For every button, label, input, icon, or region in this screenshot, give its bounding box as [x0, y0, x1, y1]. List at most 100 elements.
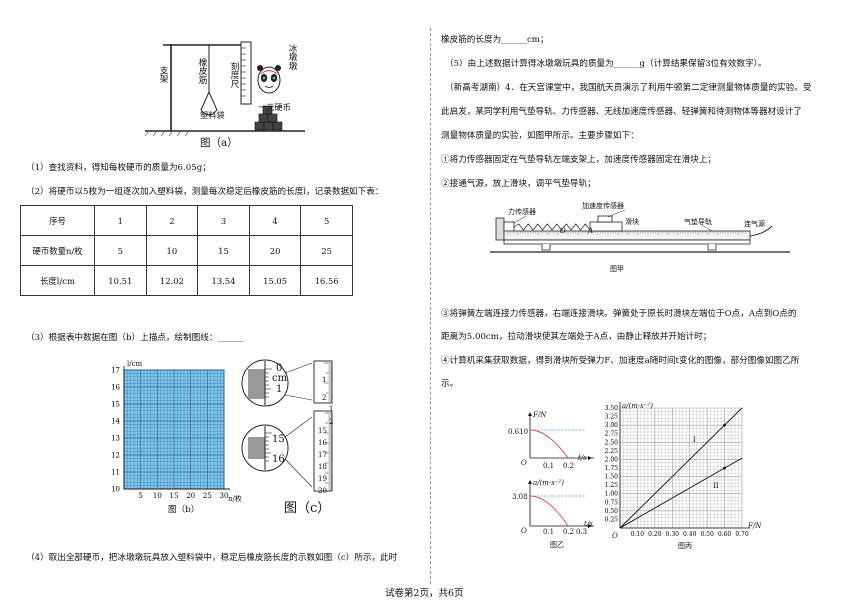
step-3-line-1: ③将弹簧左端连接力传感器，右端连接滑块。弹簧处于原长时滑块左端位于O点，A点到O… — [441, 309, 797, 319]
question-2: （2）将硬币以5枚为一组逐次加入塑料袋，测量每次稳定后橡皮筋的长度l，记录数据如… — [26, 187, 384, 197]
table-cell: 13.54 — [197, 265, 250, 296]
page-footer: 试卷第2页，共6页 — [385, 588, 464, 599]
column-divider — [430, 28, 431, 584]
x-tick-label: 0.60 — [718, 531, 732, 538]
fig-c-mid-16: 16 — [272, 454, 285, 465]
y-tick-label: 16 — [111, 383, 120, 391]
table-cell: 5 — [94, 235, 147, 266]
step-1: ①将力传感器固定在气垫导轨左端支架上，加速度传感器固定在滑块上； — [441, 155, 717, 165]
y-tick-label: 3.25 — [605, 414, 619, 421]
fig-b-ylabel: l/cm — [127, 360, 143, 368]
data-point — [723, 466, 726, 470]
x-tick-label: 0.20 — [648, 531, 662, 538]
data-table: 序号 1 2 3 4 5 硬币数量n/枚 5 10 15 20 25 长度l/c… — [20, 205, 353, 296]
yi-x-tick-2-bottom: 0.2 — [563, 528, 575, 536]
y-tick-label: 11 — [111, 468, 120, 476]
fig-c-top-one: 1 — [276, 384, 283, 395]
y-tick-label: 3.50 — [605, 405, 619, 412]
yi-origin-top: O — [521, 459, 527, 467]
fig-a-coins-label: 一元硬币 — [258, 102, 291, 112]
question-4: （4）取出全部硬币，把冰墩墩玩具放入塑料袋中，稳定后橡皮筋长度的示数如图（c）所… — [26, 553, 398, 563]
y-tick-label: 17 — [111, 366, 120, 374]
x-tick-label: 20 — [186, 492, 195, 500]
step-3-line-2: 距离为5.00cm，拉动滑块使其左端处于A点，由静止释放并开始计时； — [441, 332, 712, 342]
x-tick-label: 0.40 — [683, 531, 697, 538]
x-tick-label: 25 — [203, 492, 212, 500]
yi-x-tick-1-bottom: 0.1 — [543, 528, 555, 536]
question-3: （3）根据表中数据在图（b）上描点，绘制图线：______ — [26, 333, 244, 343]
table-cell: 1 — [94, 205, 147, 236]
air-source-label: 连气源 — [744, 220, 765, 228]
fig-a-band-label: 橡皮筋 — [197, 58, 207, 84]
mascot-icon — [257, 65, 281, 94]
question-4-continued: 橡皮筋的长度为______cm； — [441, 35, 549, 45]
question-5: （5）由上述数据计算得冰墩墩玩具的质量为______g（计算结果保留3位有效数字… — [445, 59, 767, 69]
point-o-label: O — [560, 227, 566, 235]
yi-origin-bottom: O — [521, 527, 527, 535]
yi-t-label-bottom: t/s — [584, 520, 593, 528]
question-6-line-2: 此启发，某同学利用气垫导轨、力传感器、无线加速度传感器、轻弹簧和待测物体等器材设… — [441, 107, 802, 117]
table-cell: 12.02 — [145, 265, 199, 296]
table-cell: 16.56 — [300, 265, 353, 296]
table-cell: 10 — [145, 235, 199, 266]
yi-f-value: 0.610 — [508, 428, 529, 436]
figure-bing-graph: 3.503.253.002.752.502.252.001.751.501.25… — [605, 402, 750, 538]
figure-c — [241, 359, 333, 492]
y-tick-label: 3.00 — [605, 422, 619, 429]
yi-t-label-top: t/s — [578, 454, 587, 462]
accel-sensor-label: 加速度传感器 — [582, 202, 624, 210]
table-cell: 10.51 — [94, 265, 147, 296]
fig-c-ruler1-label-1: 1 — [322, 376, 327, 384]
question-6-line-1: （新高考湖南）4．在天宫课堂中，我国航天员演示了利用牛顿第二定律测量物体质量的实… — [445, 83, 812, 93]
x-tick-label: 10 — [153, 492, 162, 500]
fig-a-stand-label: 支架 — [158, 66, 168, 84]
table-row: 长度l/cm 10.51 12.02 13.54 15.05 16.56 — [20, 265, 353, 296]
fig-bing-caption: 图丙 — [678, 542, 692, 550]
fig-yi-caption: 图乙 — [550, 541, 564, 549]
x-tick-label: 5 — [138, 492, 142, 500]
yi-f-label: F/N — [533, 411, 547, 419]
x-tick-label: 0.70 — [735, 531, 749, 538]
y-tick-label: 13 — [111, 434, 120, 442]
fig-c-ruler1-label-2: 2 — [322, 394, 327, 402]
x-tick-label: 15 — [170, 492, 179, 500]
yi-x-tick-3-bottom: 0.3 — [576, 528, 588, 536]
table-row: 序号 1 2 3 4 5 — [20, 205, 353, 236]
table-cell: 20 — [248, 235, 302, 266]
table-header-cell: 硬币数量n/枚 — [20, 235, 95, 266]
y-tick-label: 0.25 — [605, 516, 619, 523]
figure-a — [144, 41, 305, 137]
fig-c-ruler2-18: 18 — [318, 463, 327, 471]
y-tick-label: 12 — [111, 451, 120, 459]
fig-a-bag-label: 塑料袋 — [200, 110, 225, 120]
y-tick-label: 1.75 — [605, 465, 619, 472]
table-cell: 4 — [248, 205, 302, 236]
table-cell: 15.05 — [248, 265, 302, 296]
y-tick-label: 2.25 — [605, 448, 619, 455]
data-point — [723, 423, 726, 427]
y-tick-label: 2.75 — [605, 431, 619, 438]
fig-a-mascot-label: 冰墩墩 — [287, 44, 297, 70]
fig-c-two: 2 — [329, 418, 334, 426]
y-tick-label: 0.75 — [605, 499, 619, 506]
y-tick-label: 0.50 — [605, 508, 619, 515]
x-tick-label: 0.50 — [700, 531, 714, 538]
question-6-line-3: 测量物体质量的实验，如图甲所示。主要步骤如下： — [441, 131, 639, 141]
yi-x-tick-1-top: 0.1 — [543, 462, 555, 470]
table-row: 硬币数量n/枚 5 10 15 20 25 — [20, 235, 353, 266]
table-cell: 2 — [145, 205, 199, 236]
fig-b-xlabel: n/枚 — [228, 495, 242, 503]
step-4-line-2: 示。 — [441, 379, 459, 389]
fig-c-mid-15: 15 — [272, 434, 285, 445]
y-tick-label: 2.50 — [605, 439, 619, 446]
bing-line-1-label: I — [693, 436, 696, 444]
force-sensor-label: 力传感器 — [508, 208, 536, 216]
table-cell: 15 — [197, 235, 250, 266]
bing-origin: O — [612, 532, 618, 540]
fig-c-top-zero: 0 — [276, 363, 283, 374]
fig-a-caption: 图（a） — [200, 137, 238, 149]
fig-c-ruler2-15: 15 — [318, 427, 327, 435]
table-cell: 25 — [300, 235, 353, 266]
fig-jia-caption: 图甲 — [610, 265, 624, 273]
